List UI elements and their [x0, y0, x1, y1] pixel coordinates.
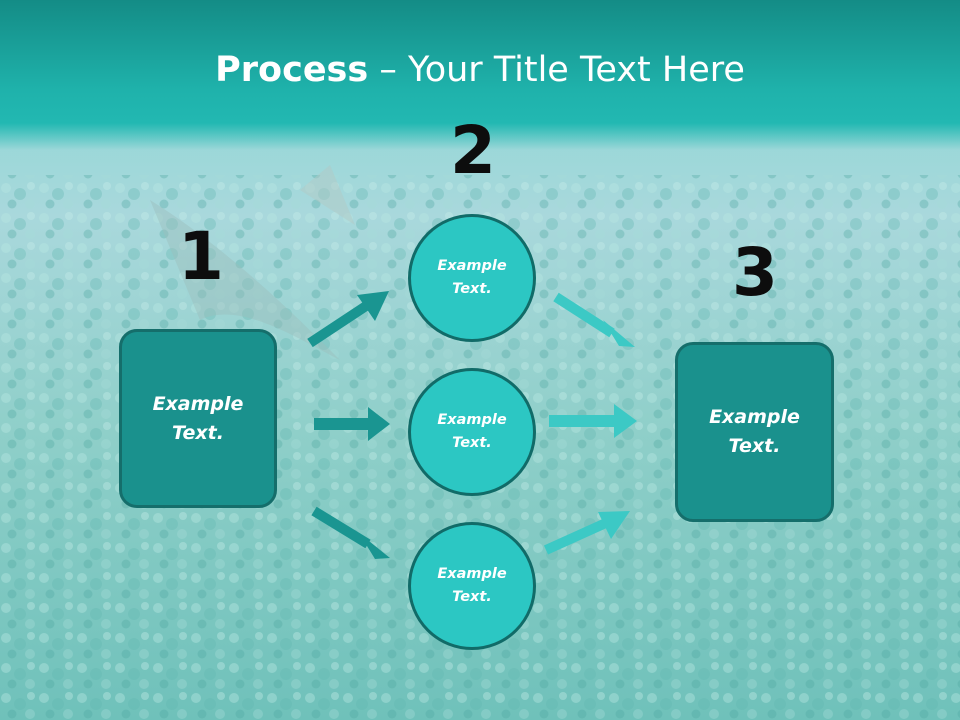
arrow-middle-to-3 [549, 404, 637, 438]
step-1-label: Example Text. [152, 392, 244, 444]
title-band [0, 0, 960, 150]
step-number-2: 2 [450, 112, 496, 189]
step-2-top-label: Example Text. [437, 258, 507, 297]
step-3-box: Example Text. [675, 342, 834, 522]
step-1-box: Example Text. [119, 329, 277, 508]
slide-title: Process – Your Title Text Here [0, 50, 960, 90]
step-3-label: Example Text. [709, 406, 800, 457]
arrow-1-to-middle [314, 407, 390, 441]
step-2-bottom-label: Example Text. [437, 566, 507, 605]
step-2-circle-bottom: Example Text. [408, 522, 536, 650]
title-rest: Your Title Text Here [407, 50, 745, 90]
title-bold: Process [215, 50, 369, 90]
step-2-circle-middle: Example Text. [408, 368, 536, 496]
arrow-bottom-to-3 [543, 511, 630, 555]
step-2-middle-label: Example Text. [437, 412, 507, 451]
step-number-1: 1 [178, 218, 224, 295]
step-2-circle-top: Example Text. [408, 214, 536, 342]
arrow-1-to-top [307, 291, 389, 348]
arrow-top-to-3 [553, 292, 635, 347]
step-number-3: 3 [732, 234, 778, 311]
title-dash: – [368, 50, 408, 90]
arrow-1-to-bottom [311, 506, 390, 559]
